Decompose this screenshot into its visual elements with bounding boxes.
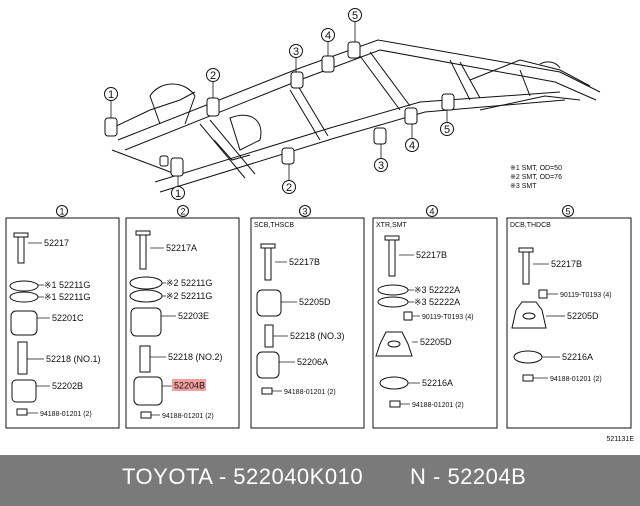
label-52203e: 52203E — [178, 311, 209, 321]
caption-panel-4: XTR,SMT — [376, 222, 407, 229]
panel-number-2: 2 — [177, 205, 189, 217]
panel-number-5: 5 — [562, 205, 574, 217]
svg-text:3: 3 — [302, 207, 307, 217]
panel-5: DCB,THDCB 52217B 90119-T0193 (4) 52205D … — [506, 217, 632, 429]
label-52211g-d: ※2 52211G — [166, 291, 212, 301]
callout-5-top: 5 — [348, 8, 362, 22]
label-52211g-b: ※1 52211G — [44, 292, 90, 302]
label-52205d-p5: 52205D — [567, 311, 599, 321]
label-52217a: 52217A — [166, 243, 197, 253]
callout-3-bottom: 3 — [374, 158, 388, 172]
svg-text:1: 1 — [108, 89, 114, 101]
label-90119-t0193-p4: 90119-T0193 (4) — [422, 314, 474, 321]
label-94188-01201-p2: 94188-01201 (2) — [162, 413, 214, 420]
svg-text:1: 1 — [175, 188, 181, 200]
bolt-52217b-p4 — [384, 235, 400, 277]
label-52217b-p5: 52217B — [551, 259, 582, 269]
svg-text:5: 5 — [565, 207, 570, 217]
label-52222a-b: ※3 52222A — [414, 297, 460, 307]
svg-text:2: 2 — [180, 207, 185, 217]
figure-code: 521131E — [606, 436, 634, 443]
leader-lines — [110, 22, 448, 186]
panel-number-4: 4 — [426, 205, 438, 217]
bolt-52217b-p3 — [260, 243, 276, 281]
note-1: ※1 SMT, OD=50 — [510, 165, 562, 172]
label-52218-no3: 52218 (NO.3) — [290, 331, 345, 341]
label-52211g-c: ※2 52211G — [166, 278, 212, 288]
label-52205d-p3: 52205D — [299, 297, 331, 307]
footer-bar: TOYOTA - 522040K010 N - 52204B — [0, 455, 640, 506]
caption-panel-3: SCB,THSCB — [254, 222, 294, 229]
callout-1-front: 1 — [104, 87, 118, 101]
panel-1: 52217 ※1 52211G ※1 52211G 52201C 52218 (… — [5, 217, 120, 429]
label-52204b: 52204B — [174, 381, 205, 391]
label-52216a-p5: 52216A — [562, 352, 593, 362]
label-52218-no1: 52218 (NO.1) — [46, 354, 101, 364]
frame-illustration — [107, 39, 601, 193]
caption-panel-5: DCB,THDCB — [510, 222, 551, 229]
callout-1-mid: 1 — [171, 186, 185, 200]
svg-text:3: 3 — [378, 160, 384, 172]
svg-text:4: 4 — [325, 30, 331, 42]
callout-3-top: 3 — [289, 44, 303, 58]
panel-number-1: 1 — [56, 205, 68, 217]
note-2: ※2 SMT, OD=76 — [510, 174, 562, 181]
callout-2-top: 2 — [206, 68, 220, 82]
parts-diagram: 1 1 2 2 3 3 4 4 5 5 ※1 SMT, OD=50 ※2 SMT… — [5, 8, 634, 443]
footer-part-number: TOYOTA - 522040K010 — [122, 464, 364, 489]
label-94188-01201: 94188-01201 (2) — [40, 411, 92, 418]
label-52218-no2: 52218 (NO.2) — [168, 352, 223, 362]
svg-text:5: 5 — [352, 10, 358, 22]
label-94188-01201-p5: 94188-01201 (2) — [550, 376, 602, 383]
panel-4: XTR,SMT 52217B ※3 52222A ※3 52222A 90119… — [372, 217, 498, 429]
label-52217b-p3: 52217B — [289, 257, 320, 267]
bolt-52217a — [135, 230, 151, 270]
svg-text:2: 2 — [210, 70, 216, 82]
label-52217: 52217 — [44, 238, 69, 248]
label-90119-t0193-p5: 90119-T0193 (4) — [560, 292, 612, 299]
note-3: ※3 SMT — [510, 183, 537, 190]
panel-3: SCB,THSCB 52217B 52205D 52218 (NO.3) 522… — [250, 217, 365, 429]
label-52217b-p4: 52217B — [416, 250, 447, 260]
svg-text:4: 4 — [429, 207, 434, 217]
callout-5-bottom: 5 — [440, 122, 454, 136]
label-94188-01201-p4: 94188-01201 (2) — [412, 402, 464, 409]
svg-text:3: 3 — [293, 46, 299, 58]
svg-text:4: 4 — [409, 140, 415, 152]
svg-text:5: 5 — [444, 124, 450, 136]
footer-text: TOYOTA - 522040K010 N - 52204B — [0, 455, 640, 506]
svg-text:1: 1 — [59, 207, 64, 217]
label-52202b: 52202B — [52, 381, 83, 391]
highlight-box — [172, 379, 206, 391]
bolt-52217b-p5 — [518, 247, 534, 285]
panel-number-3: 3 — [299, 205, 311, 217]
label-94188-01201-p3: 94188-01201 (2) — [284, 389, 336, 396]
panel-numbers: 1 2 3 4 5 — [56, 205, 574, 217]
panel-2: 52217A ※2 52211G ※2 52211G 52203E 52218 … — [125, 217, 240, 429]
callout-2-bottom: 2 — [282, 180, 296, 194]
frame-mounts — [104, 41, 455, 177]
frame-callouts: 1 1 2 2 3 3 4 4 5 5 — [104, 8, 454, 200]
label-52205d-p4: 52205D — [420, 337, 452, 347]
svg-text:2: 2 — [286, 182, 292, 194]
callout-4-bottom: 4 — [405, 138, 419, 152]
callout-4-top: 4 — [321, 28, 335, 42]
label-52211g-a: ※1 52211G — [44, 280, 90, 290]
footer-part-code: N - 52204B — [410, 464, 527, 489]
bolt-52217 — [13, 232, 29, 264]
label-52216a-p4: 52216A — [422, 378, 453, 388]
label-52222a-a: ※3 52222A — [414, 285, 460, 295]
notes: ※1 SMT, OD=50 ※2 SMT, OD=76 ※3 SMT — [510, 165, 562, 190]
label-52206a: 52206A — [297, 357, 328, 367]
label-52201c: 52201C — [52, 313, 84, 323]
